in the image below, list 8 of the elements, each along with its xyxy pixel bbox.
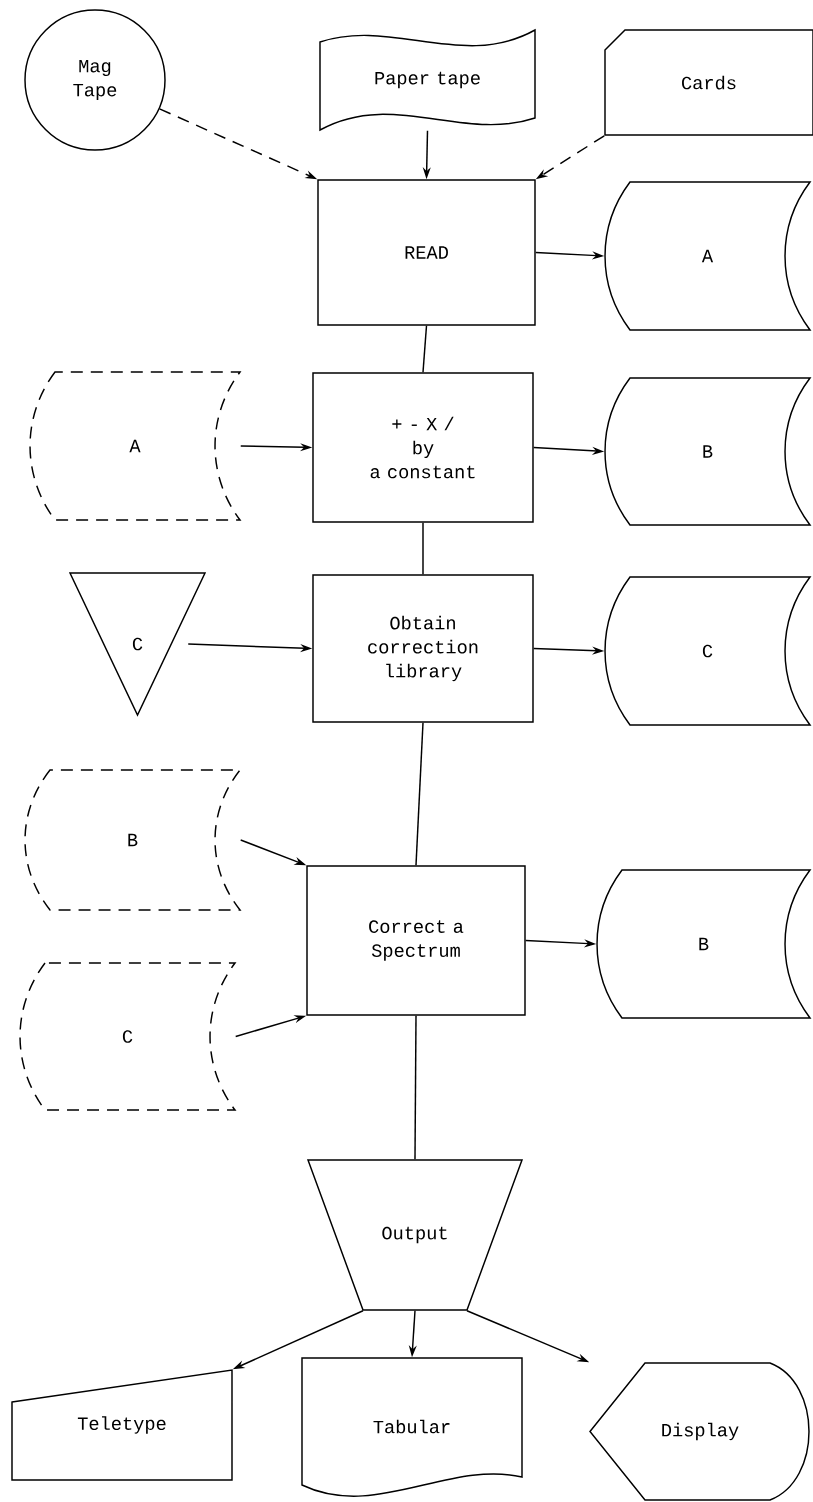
process-box: Correct a Spectrum [306,865,526,1016]
connector-line [414,1015,417,1160]
process-box: Obtain correction library [312,574,534,723]
process-box: + - X / by a constant [312,372,534,523]
connector-line [422,522,424,576]
connector-line [422,325,428,373]
connector-line [415,721,424,866]
process-box: READ [317,179,536,326]
